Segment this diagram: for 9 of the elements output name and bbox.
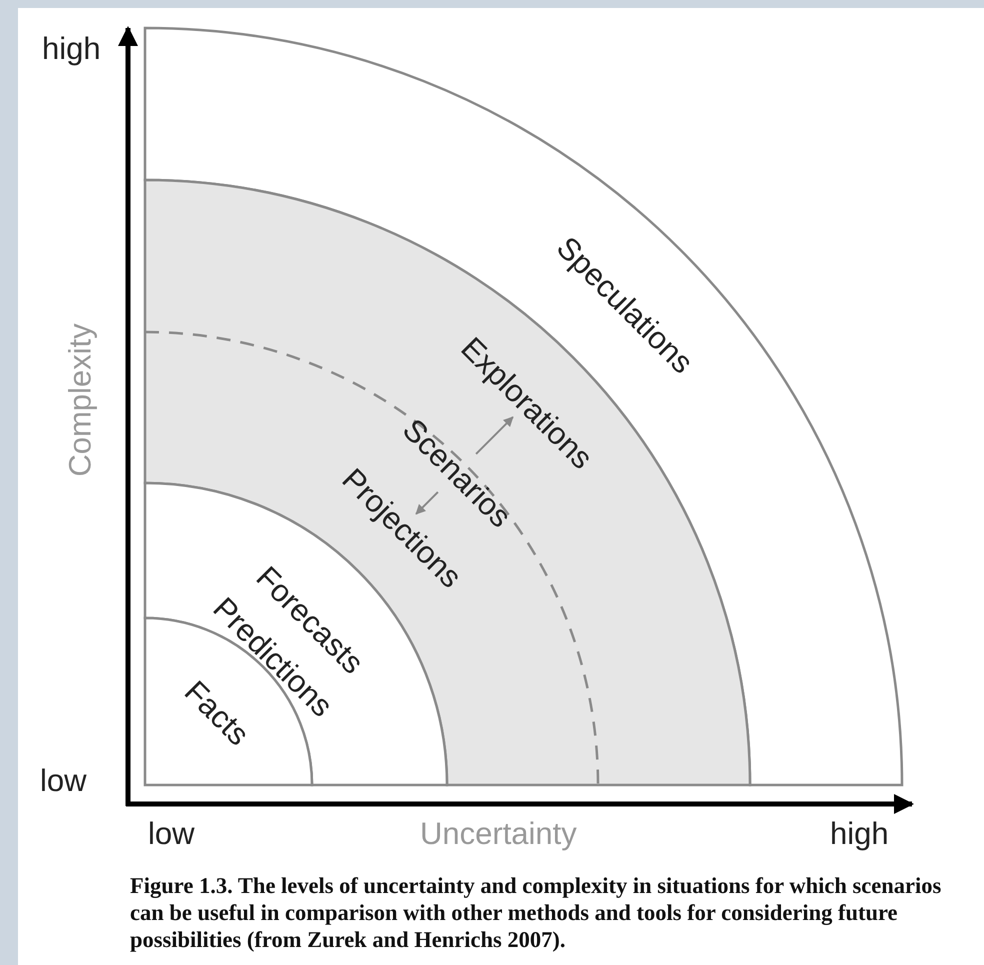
axis-label: high — [830, 818, 889, 849]
arrow — [415, 491, 439, 515]
arrow — [475, 416, 514, 455]
axis-title: Complexity — [64, 323, 96, 477]
axis-label: high — [42, 33, 101, 64]
axis-label: low — [40, 765, 87, 796]
figure-caption: Figure 1.3. The levels of uncertainty and complexity in situations for which scenarios can be useful in comparison with other methods and tools for considering future possibilities (from Zurek and Henrichs 2007). — [130, 872, 942, 953]
axis-label: low — [148, 818, 195, 849]
axis-title: Uncertainty — [420, 818, 577, 849]
